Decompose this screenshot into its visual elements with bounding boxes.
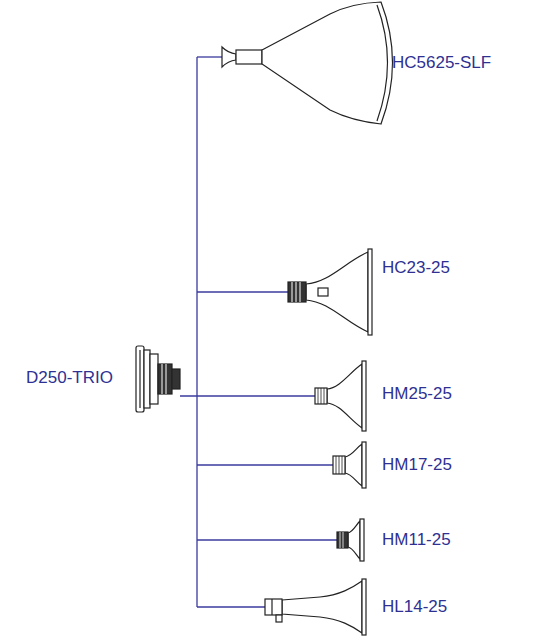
horn-hm25 xyxy=(315,361,366,431)
part-label: HC5625-SLF xyxy=(392,53,491,73)
part-label: HC23-25 xyxy=(382,258,450,278)
horn-hm11 xyxy=(337,519,364,561)
part-label: HM25-25 xyxy=(382,384,452,404)
horn-hc5625 xyxy=(222,2,393,124)
part-label: HM11-25 xyxy=(382,530,451,550)
horn-hc23 xyxy=(288,249,372,335)
part-label: D250-TRIO xyxy=(26,368,113,388)
part-label: HL14-25 xyxy=(382,597,447,617)
horn-hm17 xyxy=(333,442,366,488)
horn-hl14 xyxy=(265,579,366,635)
wiring-lines xyxy=(180,57,337,607)
driver-d250 xyxy=(136,346,180,412)
part-label: HM17-25 xyxy=(382,455,452,475)
